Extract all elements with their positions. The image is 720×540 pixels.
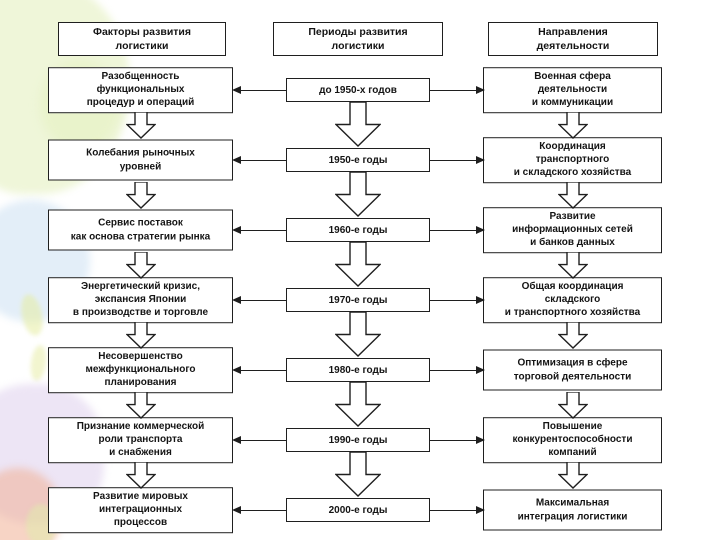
direction-box-1: Координация транспортного и складского х…: [483, 137, 662, 183]
arrow-period-to-direction-2: [430, 225, 485, 234]
direction-box-5: Повышение конкурентоспособности компаний: [483, 417, 662, 463]
direction-box-0: Военная сфера деятельности и коммуникаци…: [483, 67, 662, 113]
factor-box-2: Сервис поставок как основа стратегии рын…: [48, 209, 233, 251]
arrow-period-to-factor-3: [232, 295, 286, 304]
down-arrow-factors-4: [126, 392, 156, 419]
arrow-period-to-factor-5: [232, 435, 286, 444]
arrow-period-to-direction-3: [430, 295, 485, 304]
direction-box-6: Максимальная интеграция логистики: [483, 489, 662, 531]
directions-column-header-label: Направления деятельности: [536, 25, 610, 52]
direction-box-3: Общая координация складского и транспорт…: [483, 277, 662, 323]
arrow-period-to-factor-2: [232, 225, 286, 234]
period-box-2: 1960-е годы: [286, 218, 430, 242]
factor-box-1-label: Колебания рыночных уровней: [86, 147, 195, 172]
period-box-1: 1950-е годы: [286, 148, 430, 172]
direction-box-5-label: Повышение конкурентоспособности компаний: [512, 421, 633, 459]
down-arrow-periods-3: [335, 312, 381, 357]
period-box-5: 1990-е годы: [286, 428, 430, 452]
down-arrow-periods-0: [335, 102, 381, 147]
down-arrow-factors-2: [126, 252, 156, 279]
period-box-3: 1970-е годы: [286, 288, 430, 312]
down-arrow-periods-2: [335, 242, 381, 287]
decoration-yellow-drop-2: [17, 292, 47, 338]
arrow-period-to-factor-6: [232, 505, 286, 514]
factor-box-5-label: Признание коммерческой роли транспорта и…: [76, 421, 205, 459]
period-box-0-label: до 1950-х годов: [319, 84, 397, 96]
factor-box-0: Разобщенность функциональных процедур и …: [48, 67, 233, 113]
factor-box-5: Признание коммерческой роли транспорта и…: [48, 417, 233, 463]
factor-box-4-label: Несовершенство межфункционального планир…: [85, 351, 196, 389]
factor-box-4: Несовершенство межфункционального планир…: [48, 347, 233, 393]
down-arrow-factors-5: [126, 462, 156, 489]
arrow-period-to-direction-1: [430, 155, 485, 164]
arrow-period-to-factor-0: [232, 85, 286, 94]
periods-column-header: Периоды развития логистики: [273, 22, 443, 56]
down-arrow-factors-3: [126, 322, 156, 349]
down-arrow-directions-5: [558, 462, 588, 489]
factor-box-3: Энергетический кризис, экспансия Японии …: [48, 277, 233, 323]
arrow-period-to-factor-1: [232, 155, 286, 164]
period-box-4-label: 1980-е годы: [328, 364, 388, 376]
arrow-period-to-direction-6: [430, 505, 485, 514]
direction-box-3-label: Общая координация складского и транспорт…: [504, 281, 641, 319]
down-arrow-periods-4: [335, 382, 381, 427]
period-box-2-label: 1960-е годы: [328, 224, 388, 236]
periods-column-header-label: Периоды развития логистики: [308, 25, 408, 52]
period-box-0: до 1950-х годов: [286, 78, 430, 102]
arrow-period-to-direction-4: [430, 365, 485, 374]
down-arrow-directions-2: [558, 252, 588, 279]
factor-box-2-label: Сервис поставок как основа стратегии рын…: [70, 217, 211, 242]
direction-box-2: Развитие информационных сетей и банков д…: [483, 207, 662, 253]
arrow-period-to-direction-5: [430, 435, 485, 444]
period-box-6-label: 2000-е годы: [328, 504, 388, 516]
down-arrow-factors-1: [126, 182, 156, 209]
direction-box-6-label: Максимальная интеграция логистики: [517, 497, 628, 522]
down-arrow-factors-0: [126, 112, 156, 139]
decoration-yellow-drop-3: [28, 344, 49, 382]
period-box-5-label: 1990-е годы: [328, 434, 388, 446]
period-box-4: 1980-е годы: [286, 358, 430, 382]
down-arrow-periods-1: [335, 172, 381, 217]
direction-box-1-label: Координация транспортного и складского х…: [513, 141, 632, 179]
down-arrow-directions-1: [558, 182, 588, 209]
down-arrow-directions-0: [558, 112, 588, 139]
arrow-period-to-direction-0: [430, 85, 485, 94]
factor-box-0-label: Разобщенность функциональных процедур и …: [86, 71, 195, 109]
factor-box-6-label: Развитие мировых интеграционных процессо…: [93, 491, 188, 529]
direction-box-2-label: Развитие информационных сетей и банков д…: [512, 211, 633, 249]
down-arrow-directions-3: [558, 322, 588, 349]
period-box-1-label: 1950-е годы: [328, 154, 388, 166]
factor-box-3-label: Энергетический кризис, экспансия Японии …: [72, 281, 209, 319]
factor-box-6: Развитие мировых интеграционных процессо…: [48, 487, 233, 533]
directions-column-header: Направления деятельности: [488, 22, 658, 56]
down-arrow-periods-5: [335, 452, 381, 497]
period-box-3-label: 1970-е годы: [328, 294, 388, 306]
factors-column-header-label: Факторы развития логистики: [92, 25, 191, 52]
direction-box-4-label: Оптимизация в сфере торговой деятельност…: [513, 357, 632, 382]
direction-box-0-label: Военная сфера деятельности и коммуникаци…: [531, 71, 614, 109]
arrow-period-to-factor-4: [232, 365, 286, 374]
down-arrow-directions-4: [558, 392, 588, 419]
factor-box-1: Колебания рыночных уровней: [48, 139, 233, 181]
period-box-6: 2000-е годы: [286, 498, 430, 522]
factors-column-header: Факторы развития логистики: [58, 22, 226, 56]
direction-box-4: Оптимизация в сфере торговой деятельност…: [483, 349, 662, 391]
